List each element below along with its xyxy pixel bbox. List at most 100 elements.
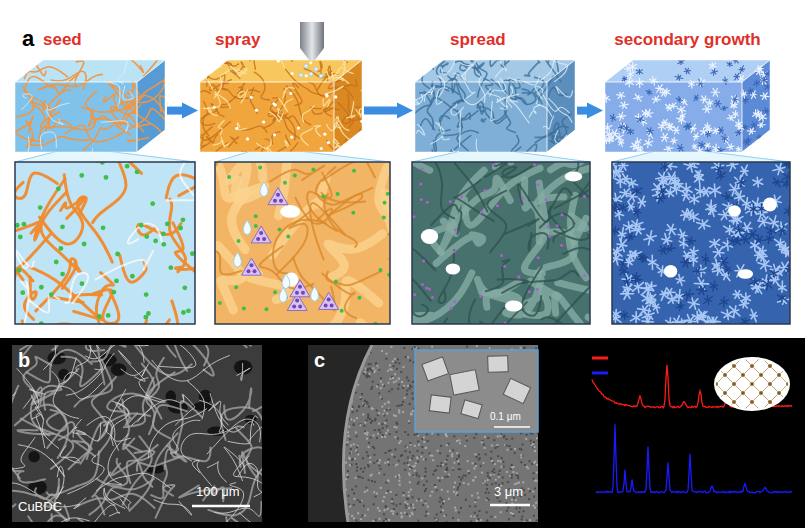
crystal bbox=[700, 286, 704, 295]
crystal bbox=[774, 178, 781, 187]
sem-image-b bbox=[12, 345, 262, 522]
crystal bbox=[621, 162, 626, 170]
dot bbox=[264, 307, 268, 311]
crystal bbox=[656, 87, 664, 89]
fibre bbox=[46, 103, 69, 110]
fibre bbox=[323, 162, 388, 181]
crystal bbox=[657, 178, 669, 186]
crystal bbox=[621, 228, 623, 242]
crystal bbox=[702, 220, 704, 229]
pore bbox=[111, 363, 127, 376]
pore bbox=[728, 205, 741, 216]
crystal bbox=[648, 138, 650, 147]
fibre bbox=[431, 98, 458, 112]
crystal bbox=[743, 301, 745, 308]
grain bbox=[414, 509, 416, 511]
crystal bbox=[660, 92, 667, 94]
crystal bbox=[661, 288, 666, 301]
fibre bbox=[96, 473, 170, 490]
fibre bbox=[436, 88, 447, 105]
crystal bbox=[720, 148, 722, 154]
crystal bbox=[690, 249, 696, 254]
dot bbox=[544, 198, 547, 201]
fibre bbox=[132, 378, 152, 425]
fibre bbox=[46, 100, 61, 131]
crystal bbox=[620, 268, 627, 275]
fibre bbox=[116, 55, 143, 73]
dot bbox=[153, 238, 158, 243]
crystal bbox=[667, 225, 675, 235]
crystal bbox=[679, 61, 683, 64]
crystal bbox=[621, 261, 626, 267]
fibre bbox=[207, 462, 226, 482]
crystal bbox=[736, 237, 739, 245]
crystal bbox=[719, 130, 724, 131]
crystal bbox=[637, 70, 643, 74]
grain bbox=[456, 440, 458, 442]
crystal bbox=[759, 114, 766, 120]
zoom-frame bbox=[612, 162, 790, 324]
crystal bbox=[699, 309, 705, 322]
crystal bbox=[661, 137, 668, 139]
crystal bbox=[627, 130, 633, 133]
fibre bbox=[230, 66, 246, 76]
crystal bbox=[690, 197, 699, 202]
fibre bbox=[12, 390, 16, 404]
dot bbox=[460, 195, 463, 198]
crystal bbox=[647, 309, 649, 323]
grain bbox=[400, 371, 402, 373]
grain bbox=[353, 423, 355, 425]
grain bbox=[400, 440, 402, 442]
fibre bbox=[129, 345, 148, 346]
fibre bbox=[287, 86, 311, 125]
crystal bbox=[683, 255, 690, 257]
grain bbox=[378, 392, 380, 394]
crystal bbox=[694, 283, 708, 285]
crystal bbox=[692, 146, 697, 147]
pore bbox=[166, 390, 176, 404]
grain bbox=[384, 422, 386, 424]
precursor-dot bbox=[276, 193, 280, 197]
crystal bbox=[630, 314, 642, 320]
dot bbox=[234, 285, 238, 289]
fibre bbox=[169, 199, 185, 272]
fibre bbox=[464, 89, 491, 105]
grain bbox=[394, 373, 396, 375]
crystal bbox=[717, 148, 723, 153]
grain bbox=[425, 458, 427, 460]
crystal bbox=[715, 128, 717, 134]
precursor-dot bbox=[324, 303, 328, 307]
dot bbox=[521, 197, 524, 200]
precursor-dot bbox=[256, 237, 260, 241]
precursor-dot bbox=[295, 291, 299, 295]
crystal bbox=[702, 257, 710, 262]
crystal bbox=[694, 133, 698, 140]
crystal bbox=[640, 255, 647, 262]
crystal bbox=[719, 300, 728, 305]
crystal bbox=[603, 126, 612, 130]
crystal bbox=[684, 70, 690, 72]
zoom-panel bbox=[612, 162, 790, 324]
fibre bbox=[522, 89, 534, 95]
grain bbox=[418, 475, 420, 477]
crystal bbox=[652, 306, 659, 308]
crystal bbox=[714, 239, 715, 247]
crystal bbox=[699, 220, 708, 229]
lower-ground bbox=[0, 338, 805, 528]
fibre bbox=[93, 290, 119, 324]
dot bbox=[135, 169, 140, 174]
grain bbox=[393, 456, 395, 458]
crystal bbox=[782, 247, 790, 252]
dot bbox=[22, 222, 27, 227]
dot bbox=[54, 260, 59, 265]
crystal bbox=[719, 127, 723, 133]
dot bbox=[39, 285, 44, 290]
crystal bbox=[620, 60, 625, 63]
crystal bbox=[736, 122, 742, 125]
fibre bbox=[270, 166, 324, 182]
precursor-dot bbox=[253, 269, 257, 273]
crystal bbox=[640, 117, 641, 122]
cube-edge bbox=[15, 60, 165, 82]
crystal bbox=[710, 63, 716, 68]
fibre bbox=[238, 68, 247, 75]
